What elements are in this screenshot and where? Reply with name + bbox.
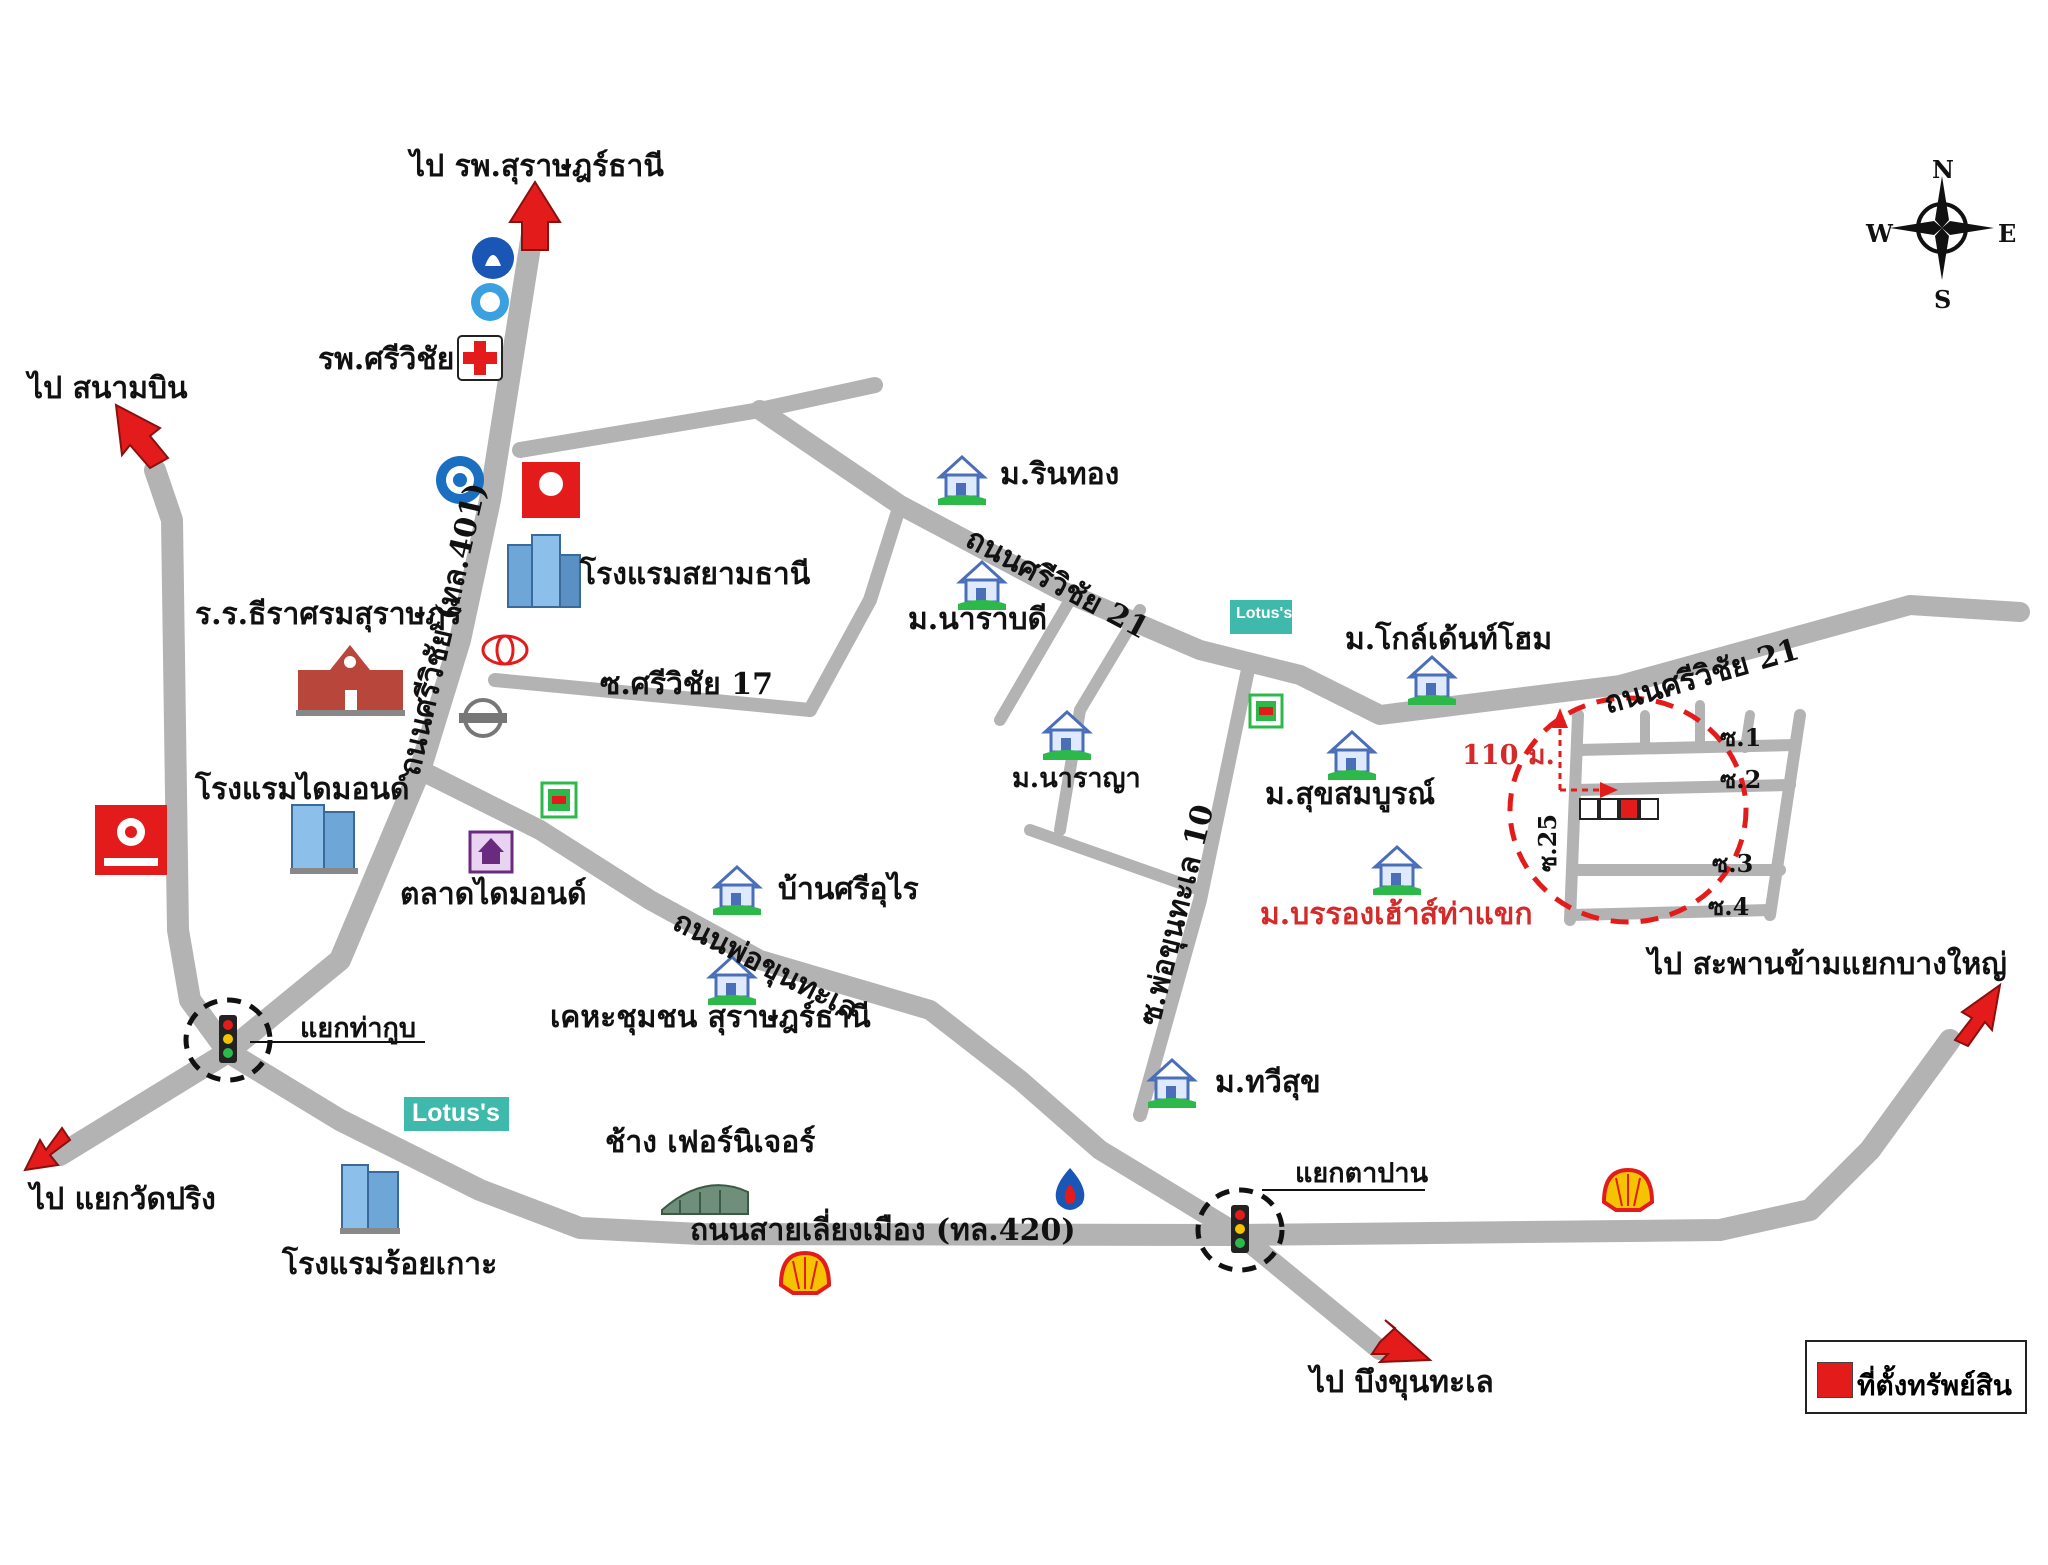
dest-bang-yai-bridge: ไป สะพานข้ามแยกบางใหญ่: [1648, 947, 2007, 982]
compass-e: E: [1998, 219, 2017, 248]
seven-eleven-icon-2: [1248, 693, 1284, 729]
place-thawisuk: ม.ทวีสุข: [1215, 1065, 1321, 1100]
place-roi-ko-hotel: โรงแรมร้อยเกาะ: [282, 1247, 498, 1282]
arrow-airport-icon: [114, 403, 170, 470]
traffic-light-tha-kup: [183, 997, 425, 1083]
place-siam-thani-hotel: โรงแรมสยามธานี: [580, 557, 811, 592]
house-icon-golden-home: [1406, 655, 1458, 707]
road-label-bypass-420: ถนนสายเลี่ยงเมือง (ทล.420): [690, 1213, 1076, 1248]
place-diamond-hotel: โรงแรมไดมอนด์: [195, 772, 410, 807]
road-label-soi-25: ซ.25: [1533, 813, 1562, 872]
house-icon-suksomboon: [1326, 730, 1378, 782]
place-diamond-market: ตลาดไดมอนด์: [400, 877, 587, 912]
road-airport: [144, 459, 239, 1063]
road-naraya-a: [994, 594, 1076, 726]
warehouse-icon: [661, 1184, 749, 1215]
road-sriwichai-21: [750, 400, 2030, 725]
place-suksomboon: ม.สุขสมบูรณ์: [1265, 777, 1436, 812]
lotus-logo-icon-2: [404, 1097, 509, 1131]
road-pho-khun-thale: [420, 765, 1250, 1245]
compass-w: W: [1866, 219, 1893, 248]
traffic-light-ta-pan: [1195, 1187, 1425, 1273]
arrow-north-icon: [508, 180, 562, 251]
road-401: [219, 204, 546, 1061]
shell-fuel-icon-2: [1601, 1167, 1655, 1212]
intersection-ta-pan: แยกตาปาน: [1295, 1158, 1429, 1189]
house-icon-ban-sri-urai: [711, 865, 763, 917]
road-north-loop: [803, 498, 907, 717]
arrow-bueng-icon: [1370, 1319, 1433, 1364]
place-rin-thong: ม.รินทอง: [1000, 457, 1120, 492]
intersection-tha-kup: แยกท่ากูบ: [300, 1013, 417, 1044]
road-naraya-c: [1024, 824, 1206, 896]
house-icon-bunrong: [1371, 845, 1423, 897]
arrow-bang-yai-icon: [1953, 982, 2002, 1048]
dest-airport: ไป สนามบิน: [28, 371, 188, 406]
roads: [49, 204, 2030, 1360]
dest-wat-pring: ไป แยกวัดปริง: [30, 1182, 216, 1217]
place-narabodi: ม.นาราบดี: [908, 602, 1048, 637]
seven-eleven-icon-1: [540, 781, 578, 819]
government-seal-icon: [436, 456, 484, 504]
road-label-soi-1: ซ.1: [1720, 723, 1762, 752]
poi-icons: [95, 237, 1655, 1295]
place-golden-home: ม.โกล์เด้นท์โฮม: [1345, 622, 1553, 657]
hotel-building-icon-roi-ko: [340, 1164, 400, 1234]
dest-bueng-khun-thale: ไป บึงขุนทะเล: [1310, 1365, 1494, 1400]
direction-arrows: [23, 180, 2002, 1364]
place-community-housing: เคหะชุมชน สุราษฎร์ธานี: [550, 1000, 871, 1035]
road-soi-pho-khun-thale-10: [1133, 653, 1257, 1122]
ptt-fuel-icon: [1055, 1168, 1085, 1210]
property-area: [1507, 695, 1749, 925]
compass-n: N: [1932, 155, 1954, 184]
legend-property-swatch: [1817, 1362, 1853, 1398]
road-soi-sriwichai-17: [488, 673, 817, 717]
hotel-building-icon-siam: [507, 534, 581, 608]
road-label-soi-sriwichai-17: ซ.ศรีวิชัย 17: [600, 667, 773, 702]
road-label-soi-4: ซ.4: [1708, 892, 1750, 921]
road-wat-pring: [49, 1041, 239, 1166]
bank-icon-light: [471, 283, 509, 321]
road-stub-3: [1740, 710, 1755, 753]
road-label-soi-3: ซ.3: [1712, 849, 1754, 878]
lotus-logo-icon-1: [1230, 600, 1292, 634]
place-ban-sri-urai: บ้านศรีอุไร: [778, 872, 919, 907]
property-marker: [1619, 798, 1639, 820]
bank-icon-blue: [472, 237, 514, 279]
road-naraya-b: [1054, 604, 1146, 836]
lotus-label-2: Lotus's: [412, 1099, 500, 1127]
road-bypass-420: [217, 1029, 1961, 1246]
road-label-soi-2: ซ.2: [1720, 765, 1762, 794]
place-chang-furniture: ช้าง เฟอร์นิเจอร์: [605, 1125, 816, 1160]
house-icon-rin-thong: [936, 455, 988, 507]
hospital-cross-icon: [457, 335, 503, 381]
distance-label: 110 ม.: [1462, 740, 1555, 771]
shell-fuel-icon-1: [778, 1250, 832, 1295]
nissan-logo-icon: [459, 698, 507, 738]
place-bunrong: ม.บรรองเฮ้าส์ท่าแขก: [1260, 897, 1533, 932]
place-naraya: ม.นาราญา: [1012, 763, 1141, 794]
market-icon: [468, 830, 514, 874]
road-north-branch: [512, 377, 883, 458]
map-legend: ที่ตั้งทรัพย์สิน: [1805, 1340, 2027, 1414]
place-school: ร.ร.ธีราศรมสุราษฎร์: [195, 597, 462, 632]
toyota-logo-icon: [481, 634, 529, 666]
compass-s: S: [1934, 285, 1952, 314]
lotus-label-1: Lotus's: [1236, 605, 1293, 622]
school-building-icon: [296, 645, 405, 716]
hotel-building-icon-diamond: [290, 804, 358, 874]
road-to-bueng: [1230, 1225, 1390, 1360]
arrow-wat-pring-icon: [23, 1126, 72, 1172]
central-logo-icon: [95, 805, 167, 875]
place-sriwichai-hospital: รพ.ศรีวิชัย: [318, 342, 455, 377]
road-soi-1: [1572, 739, 1801, 756]
legend-property-label: ที่ตั้งทรัพย์สิน: [1857, 1369, 2012, 1402]
dest-north-hospital: ไป รพ.สุราษฎร์ธานี: [410, 149, 664, 184]
compass-icon: [1890, 176, 1994, 280]
